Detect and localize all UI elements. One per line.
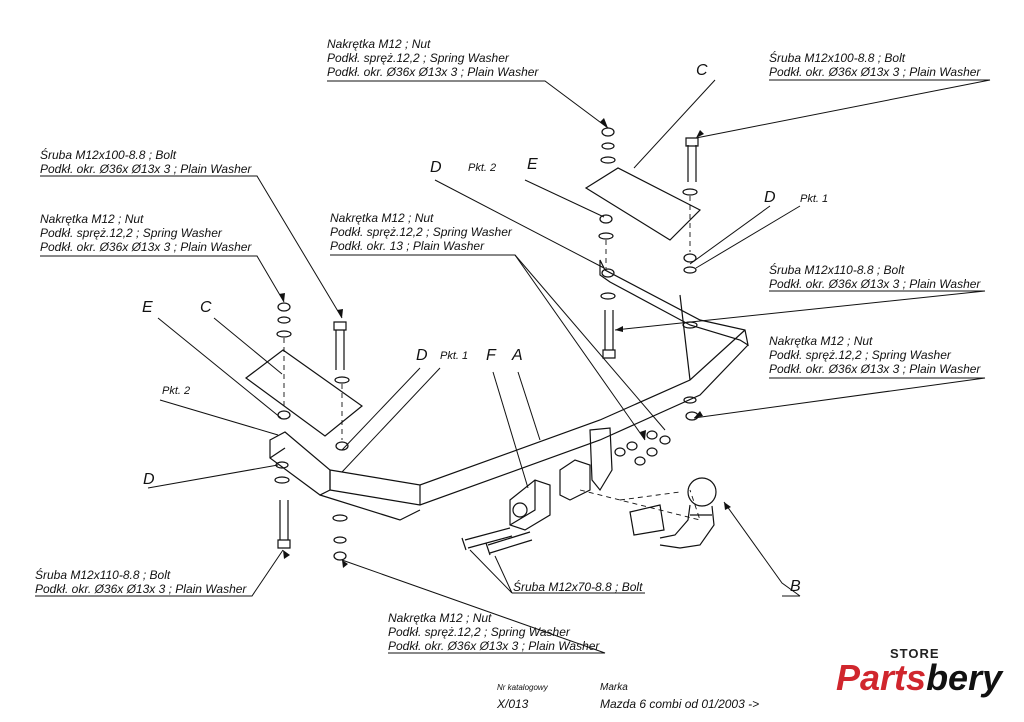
label-line: Podkł. okr. Ø36x Ø13x 3 ; Plain Washer — [40, 162, 252, 176]
callout-c-top: C — [696, 62, 708, 79]
right-top-bolt — [685, 137, 699, 182]
label-line: Nakrętka M12 ; Nut — [327, 37, 431, 51]
label-line: Śruba M12x100-8.8 ; Bolt — [769, 51, 906, 65]
callout-a: A — [512, 347, 523, 364]
label-line: Podkł. spręż.12,2 ; Spring Washer — [388, 625, 570, 639]
bracket-f — [509, 427, 613, 531]
label-line: Podkł. okr. 13 ; Plain Washer — [330, 239, 485, 253]
washers — [274, 127, 699, 561]
label-left-nut: Nakrętka M12 ; Nut Podkł. spręż.12,2 ; S… — [40, 212, 251, 254]
label-bottom-nut: Nakrętka M12 ; Nut Podkł. spręż.12,2 ; S… — [388, 611, 599, 653]
label-line: Podkł. okr. Ø36x Ø13x 3 ; Plain Washer — [327, 65, 539, 79]
make-value: Mazda 6 combi od 01/2003 -> — [600, 697, 760, 711]
callout-e-top: E — [527, 156, 538, 173]
make-caption: Marka — [600, 682, 628, 693]
label-center-nut: Nakrętka M12 ; Nut Podkł. spręż.12,2 ; S… — [330, 211, 512, 253]
callout-d-left: D — [143, 471, 155, 488]
label-top-right-bolt: Śruba M12x100-8.8 ; Bolt Podkł. okr. Ø36… — [769, 51, 980, 79]
right-plate — [584, 167, 702, 241]
label-line: Podkł. spręż.12,2 ; Spring Washer — [40, 226, 222, 240]
label-line: Śruba M12x70-8.8 ; Bolt — [513, 580, 643, 594]
label-line: Podkł. okr. Ø36x Ø13x 3 ; Plain Washer — [35, 582, 247, 596]
callout-d-center: D — [416, 347, 428, 364]
label-line: Nakrętka M12 ; Nut — [769, 334, 873, 348]
short-bolts — [461, 527, 533, 556]
label-bottom-bolt-70: Śruba M12x70-8.8 ; Bolt — [513, 580, 642, 594]
callout-b: B — [790, 578, 801, 595]
label-line: Śruba M12x110-8.8 ; Bolt — [35, 568, 171, 582]
logo-part1: Parts — [836, 657, 927, 698]
callout-pkt2-top: Pkt. 2 — [468, 162, 497, 174]
catalog-caption: Nr katalogowy — [497, 683, 548, 692]
label-line: Podkł. okr. Ø36x Ø13x 3 ; Plain Washer — [388, 639, 600, 653]
label-line: Podkł. spręż.12,2 ; Spring Washer — [330, 225, 512, 239]
left-bolt — [333, 321, 347, 370]
label-line: Podkł. spręż.12,2 ; Spring Washer — [769, 348, 951, 362]
label-line: Nakrętka M12 ; Nut — [388, 611, 492, 625]
partsbery-logo: STORE Partsbery — [836, 646, 1006, 706]
label-right-nut: Nakrętka M12 ; Nut Podkł. spręż.12,2 ; S… — [769, 334, 980, 376]
center-bolt — [602, 310, 616, 359]
logo-part2: bery — [926, 657, 1003, 698]
label-line: Podkł. okr. Ø36x Ø13x 3 ; Plain Washer — [769, 362, 981, 376]
callout-d-top: D — [430, 159, 442, 176]
label-line: Podkł. spręż.12,2 ; Spring Washer — [327, 51, 509, 65]
callout-pkt2-left: Pkt. 2 — [162, 385, 191, 397]
label-line: Podkł. okr. Ø36x Ø13x 3 ; Plain Washer — [769, 65, 981, 79]
callout-pkt1-center: Pkt. 1 — [440, 350, 469, 362]
callout-c-left: C — [200, 299, 212, 316]
callout-d-right: D — [764, 189, 776, 206]
left-plate — [244, 349, 363, 437]
callout-f: F — [486, 347, 496, 364]
label-line: Nakrętka M12 ; Nut — [330, 211, 434, 225]
left-arm — [269, 431, 421, 521]
label-line: Podkł. okr. Ø36x Ø13x 3 ; Plain Washer — [769, 277, 981, 291]
callout-pkt1-right: Pkt. 1 — [800, 193, 829, 205]
logo-store-text: STORE — [890, 646, 940, 661]
crossbar — [329, 259, 749, 506]
label-line: Nakrętka M12 ; Nut — [40, 212, 144, 226]
label-line: Podkł. okr. Ø36x Ø13x 3 ; Plain Washer — [40, 240, 252, 254]
label-right-bolt-110: Śruba M12x110-8.8 ; Bolt Podkł. okr. Ø36… — [769, 263, 980, 291]
label-bottom-left-bolt: Śruba M12x110-8.8 ; Bolt Podkł. okr. Ø36… — [35, 568, 246, 596]
left-lower-bolt — [277, 500, 291, 549]
logo-wordmark: Partsbery — [836, 658, 1002, 698]
tow-ball — [629, 477, 717, 549]
catalog-number: X/013 — [497, 697, 529, 711]
label-top-nut: Nakrętka M12 ; Nut Podkł. spręż.12,2 ; S… — [327, 37, 538, 79]
label-left-bolt: Śruba M12x100-8.8 ; Bolt Podkł. okr. Ø36… — [40, 148, 251, 176]
callout-e-left: E — [142, 299, 153, 316]
label-line: Śruba M12x100-8.8 ; Bolt — [40, 148, 177, 162]
label-line: Śruba M12x110-8.8 ; Bolt — [769, 263, 905, 277]
